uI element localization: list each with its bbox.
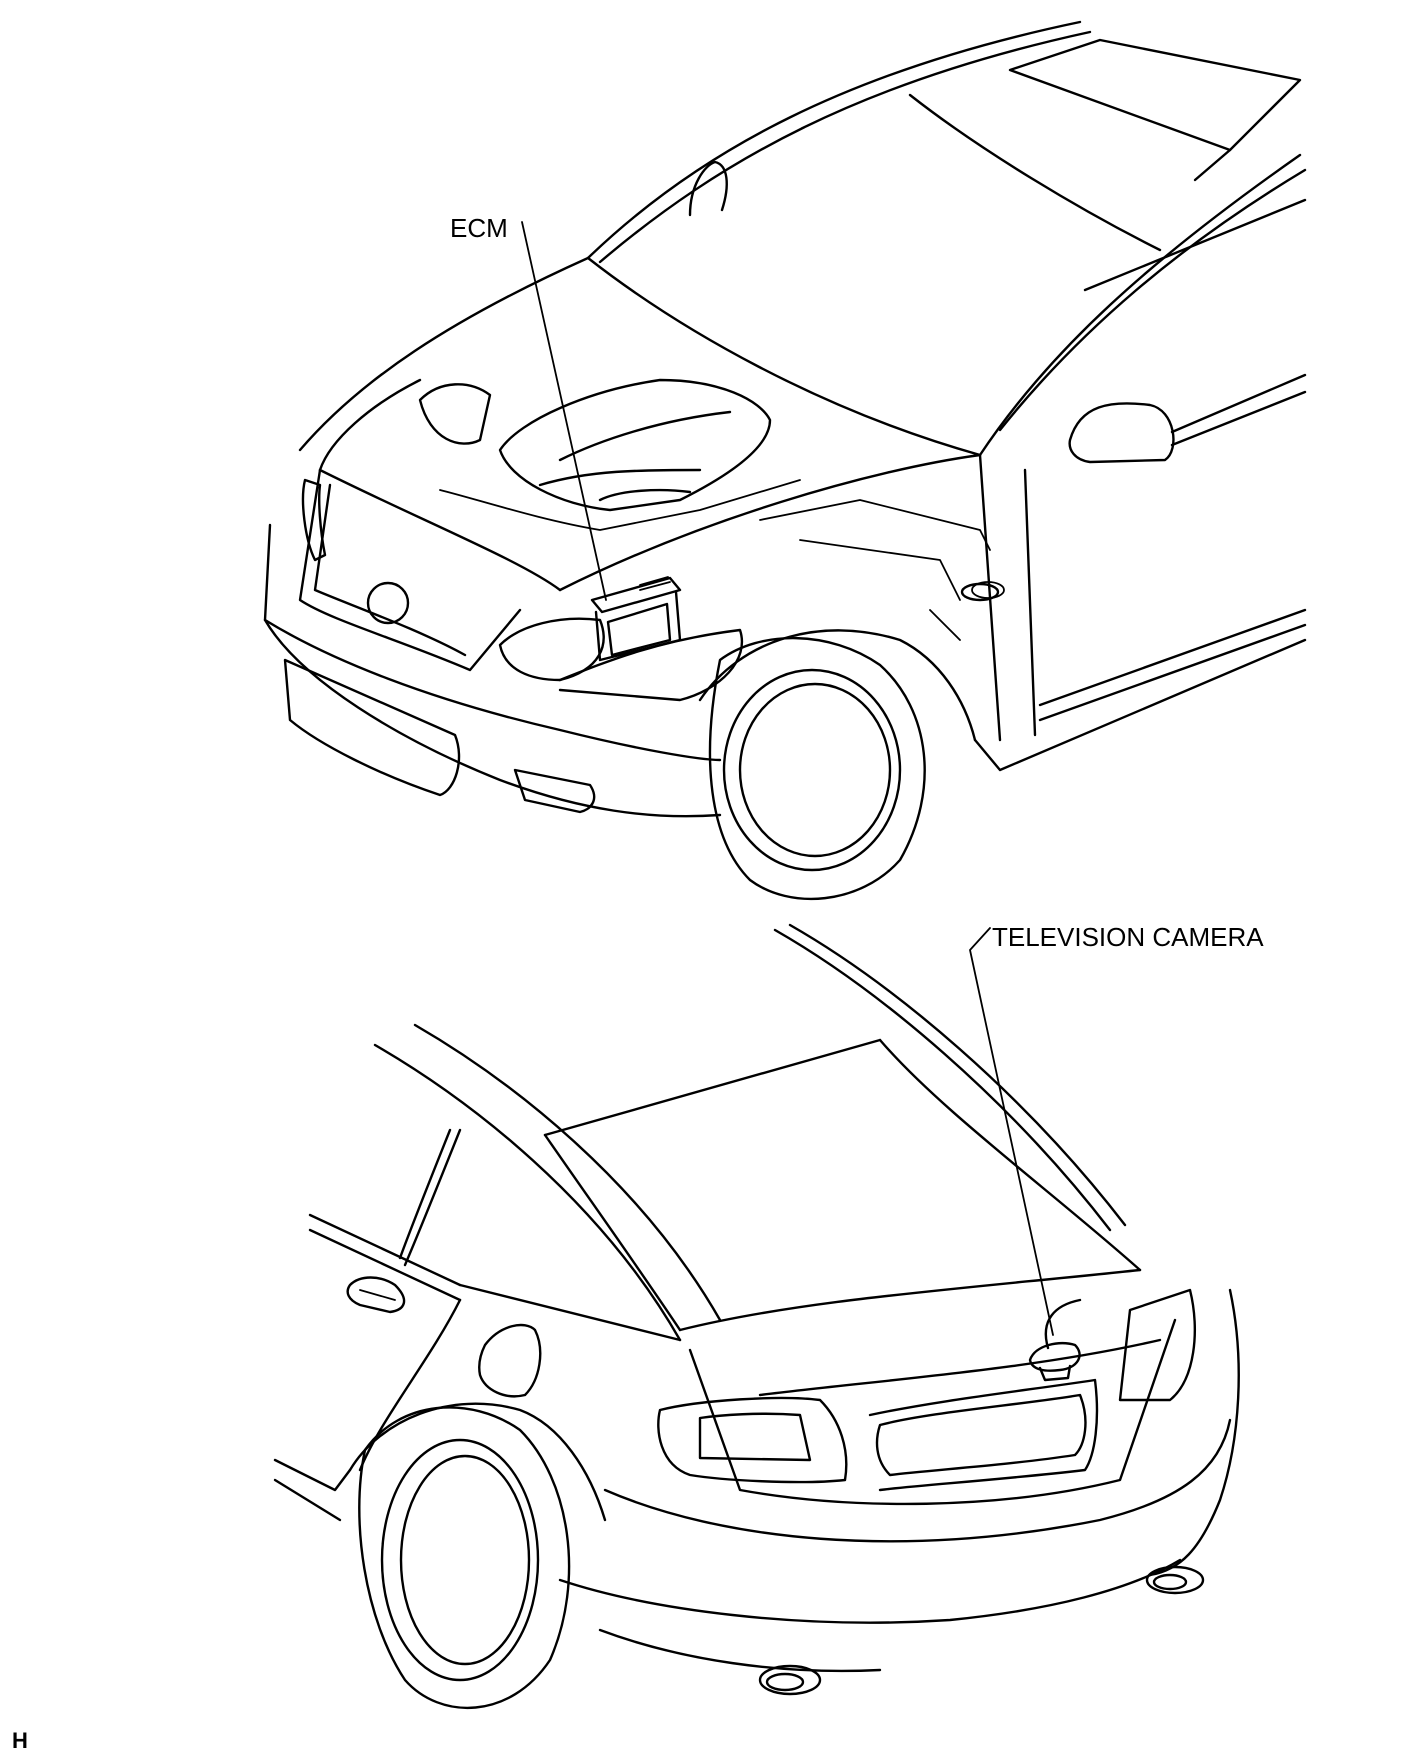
ecm-leader-line	[521, 221, 607, 601]
front-vehicle-illustration	[263, 20, 1307, 901]
television-camera-component	[1028, 1298, 1082, 1382]
ecm-label: ECM	[450, 213, 508, 243]
television-camera-label: TELEVISION CAMERA	[992, 922, 1264, 952]
figure-code-label: H	[12, 1728, 28, 1753]
ecm-component	[590, 576, 682, 662]
rear-vehicle-illustration	[273, 923, 1240, 1710]
television-camera-leader-line	[969, 927, 1054, 1336]
